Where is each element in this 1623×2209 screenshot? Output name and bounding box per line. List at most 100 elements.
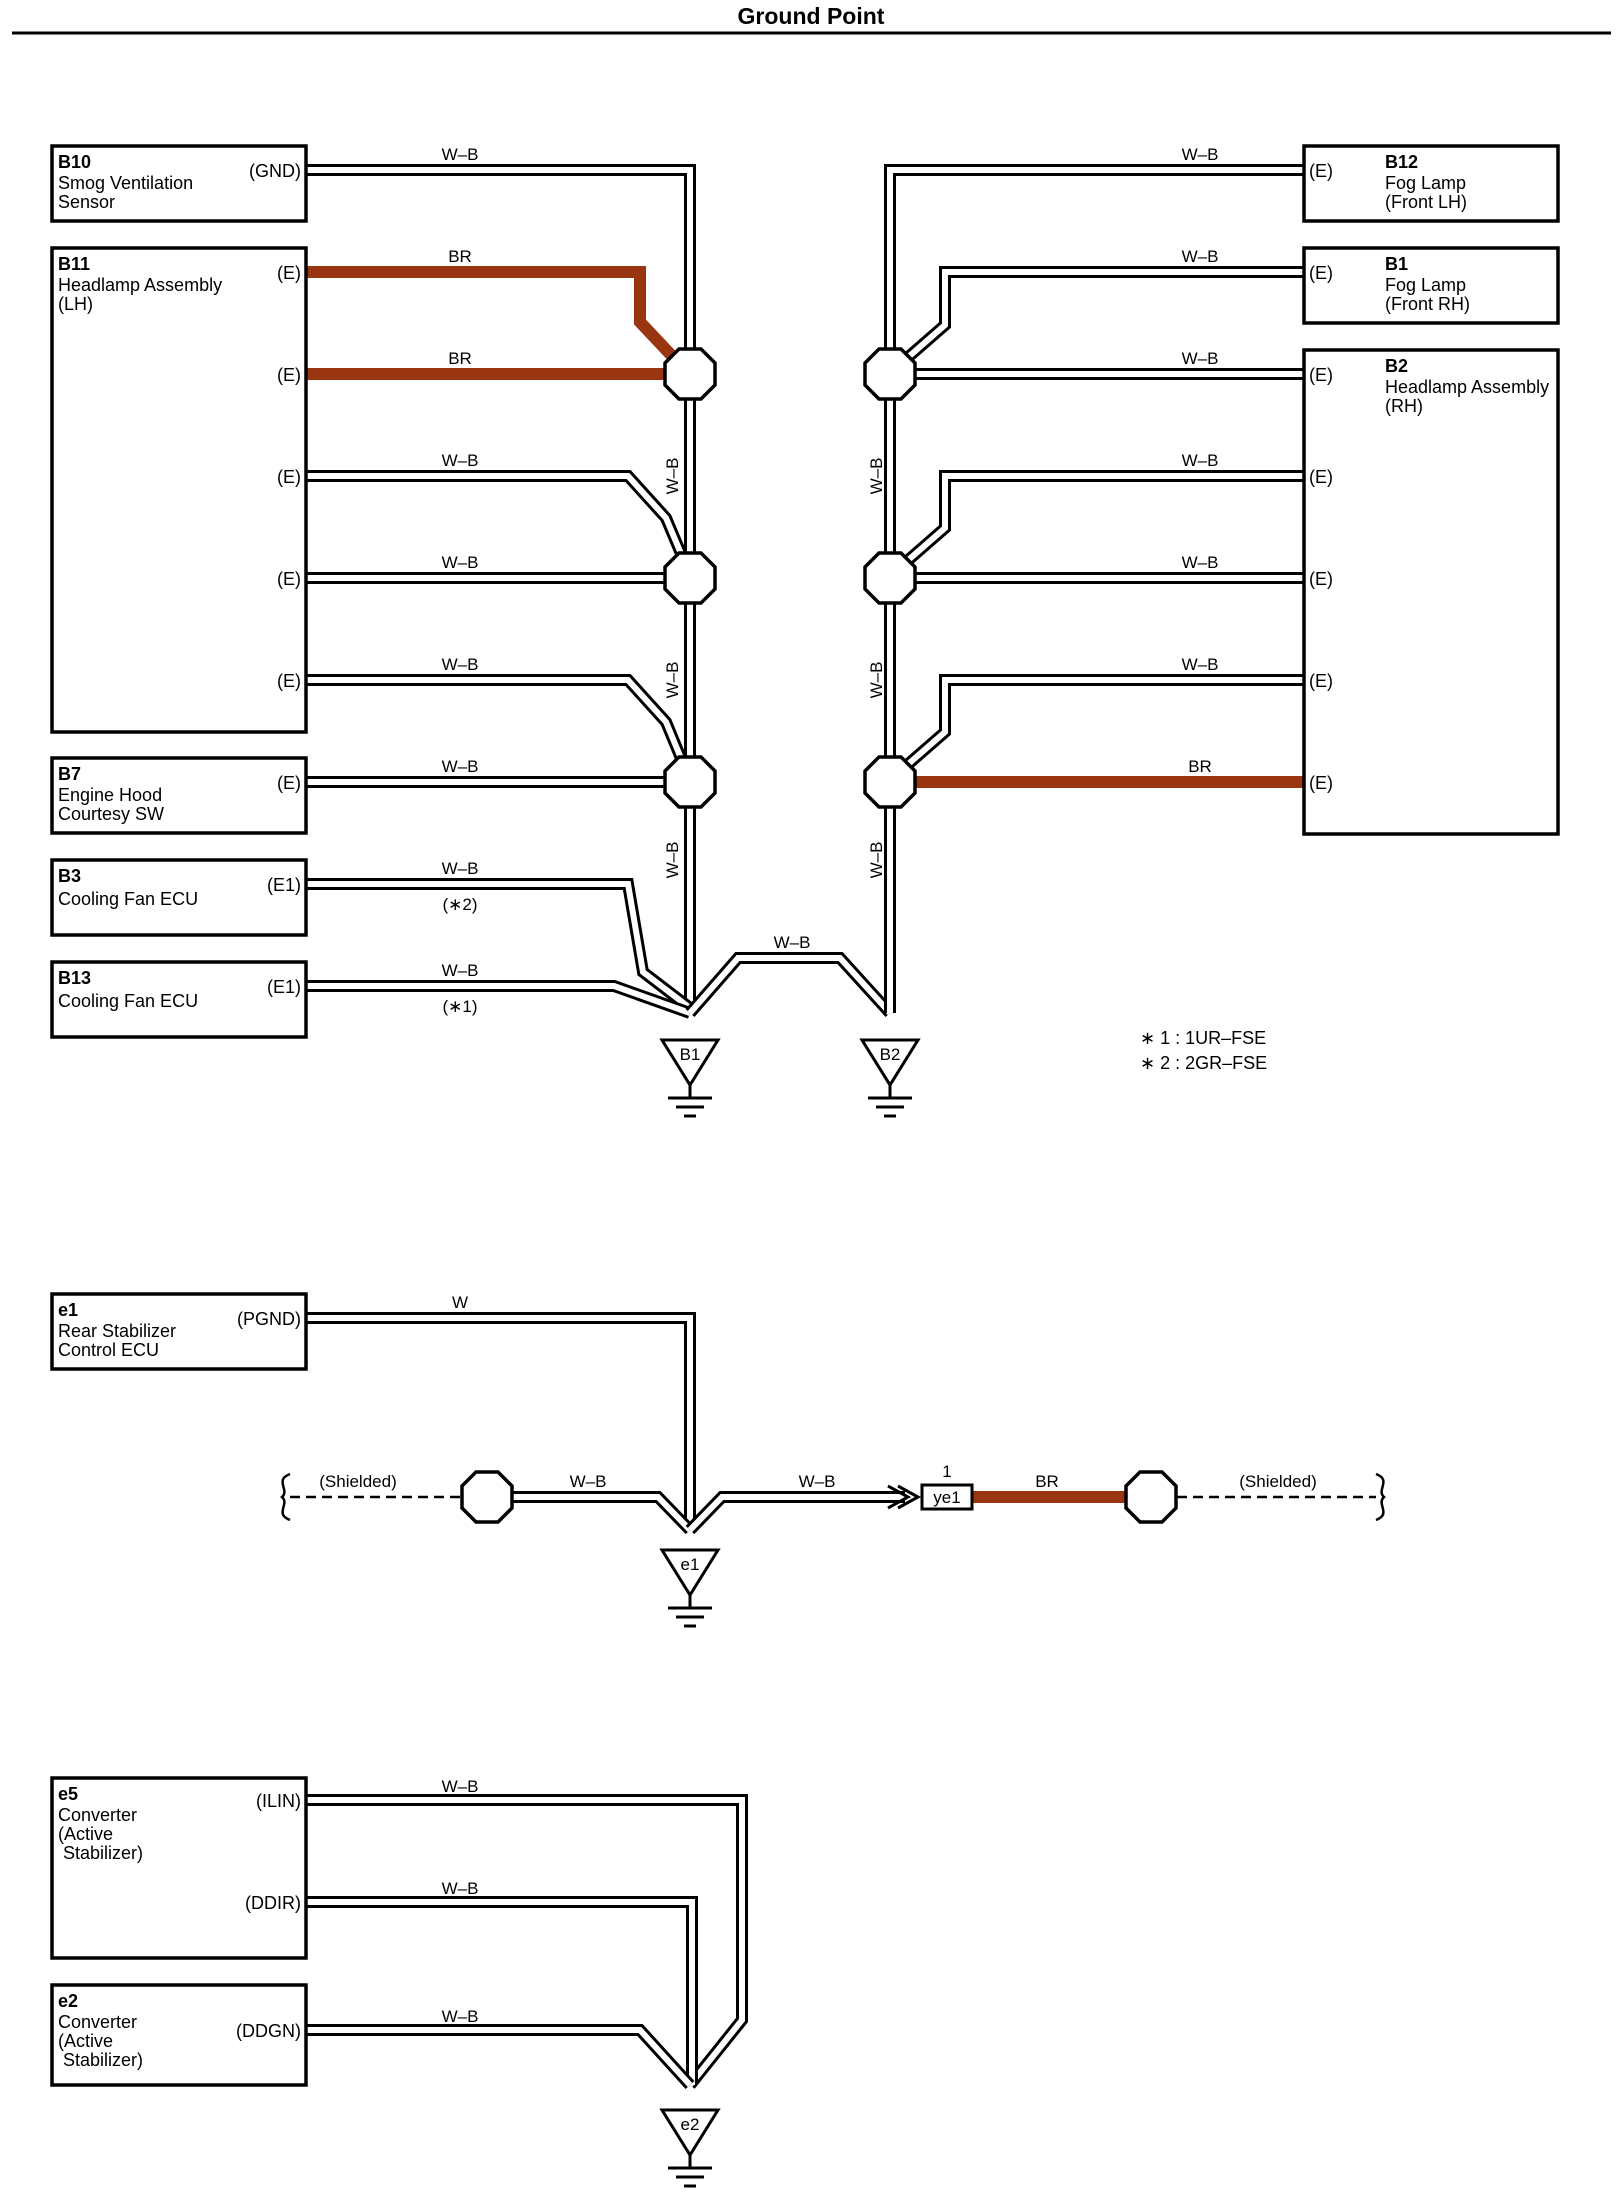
wire-label-cross: W–B [774,933,811,952]
pin-e5-1: (ILIN) [256,1791,301,1811]
component-boxes [50,144,1560,2087]
ground-symbols [659,1038,921,2188]
box-e5 [50,1776,308,1960]
pin-b2-1: (E) [1309,365,1333,385]
code-b7: B7 [58,764,81,784]
desc-b12-1: Fog Lamp [1385,173,1466,193]
vwire-left-1: W–B [663,458,682,495]
pin-b7: (E) [277,773,301,793]
br-wires [306,266,1304,788]
wire-label-b2-4: W–B [1182,655,1219,674]
wires-bottom [306,1794,748,2090]
box-b10 [50,144,308,223]
vwire-right-1: W–B [867,458,886,495]
wire-label-b11-4: W–B [442,553,479,572]
wire-label-b1: W–B [1182,247,1219,266]
code-b1: B1 [1385,254,1408,274]
desc-e2-1: Converter [58,2012,137,2032]
desc-b7-2: Courtesy SW [58,804,164,824]
pin-b13: (E1) [267,977,301,997]
page-title: Ground Point [738,3,885,29]
ground-label-b2: B2 [880,1045,901,1064]
pin-b2-3: (E) [1309,569,1333,589]
pin-b12: (E) [1309,161,1333,181]
desc-b1-2: (Front RH) [1385,294,1470,314]
code-b12: B12 [1385,152,1418,172]
wire-label-b11-5: W–B [442,655,479,674]
pin-b10: (GND) [249,161,301,181]
pin-b11-2: (E) [277,365,301,385]
wire-label-b2-5: BR [1188,757,1212,776]
pin-b2-5: (E) [1309,773,1333,793]
box-b2 [1302,348,1560,836]
desc-b10-1: Smog Ventilation [58,173,193,193]
wire-label-shield-right: (Shielded) [1239,1472,1317,1491]
pin-b11-4: (E) [277,569,301,589]
wire-label-b3: W–B [442,859,479,878]
box-b3 [50,858,308,937]
wire-label-e5-2: W–B [442,1879,479,1898]
code-e2: e2 [58,1991,78,2011]
wires-top [306,164,1304,1019]
wires-middle [280,1312,1386,1535]
pin-b11-3: (E) [277,467,301,487]
notes: ∗ 1 : 1UR–FSE ∗ 2 : 2GR–FSE [1140,1028,1267,1073]
box-b13 [50,960,308,1039]
wire-label-b7: W–B [442,757,479,776]
desc-e1-1: Rear Stabilizer [58,1321,176,1341]
wire-label-shield-left: (Shielded) [319,1472,397,1491]
desc-b10-2: Sensor [58,192,115,212]
pin-b1: (E) [1309,263,1333,283]
box-b11 [50,246,308,734]
connector-pin: 1 [942,1462,951,1481]
desc-b13-1: Cooling Fan ECU [58,991,198,1011]
pin-b11-1: (E) [277,263,301,283]
wire-note-b13: (∗1) [442,997,477,1016]
desc-b11-2: (LH) [58,294,93,314]
ground-e2 [659,2108,721,2188]
wire-label-b2-2: W–B [1182,451,1219,470]
note-2: ∗ 2 : 2GR–FSE [1140,1053,1267,1073]
code-b13: B13 [58,968,91,988]
pin-e1: (PGND) [237,1309,301,1329]
wire-label-mid-br: BR [1035,1472,1059,1491]
vwire-left-3: W–B [663,842,682,879]
ground-labels: B1 B2 e1 e2 [680,1045,901,2134]
vwire-right-3: W–B [867,842,886,879]
pin-b3: (E1) [267,875,301,895]
pin-labels-left: (GND) (E) (E) (E) (E) (E) (E) (E1) (E1) … [236,161,301,2041]
box-e2 [50,1983,308,2087]
box-b1 [1302,246,1560,325]
wire-label-mid-left: W–B [570,1472,607,1491]
desc-b12-2: (Front LH) [1385,192,1467,212]
code-b10: B10 [58,152,91,172]
pin-e5-2: (DDIR) [245,1893,301,1913]
vwire-right-2: W–B [867,662,886,699]
desc-b11-1: Headlamp Assembly [58,275,222,295]
desc-b2-1: Headlamp Assembly [1385,377,1549,397]
desc-b1-1: Fog Lamp [1385,275,1466,295]
box-b12 [1302,144,1560,223]
code-e1: e1 [58,1300,78,1320]
desc-b7-1: Engine Hood [58,785,162,805]
code-b3: B3 [58,866,81,886]
connector-ye1: ye1 1 [920,1462,974,1511]
box-e1 [50,1292,308,1371]
component-codes: B10 B11 B7 B3 B13 B12 B1 B2 e1 e5 e2 [58,152,1418,2011]
wire-label-e2: W–B [442,2007,479,2026]
wire-label-b2-3: W–B [1182,553,1219,572]
code-e5: e5 [58,1784,78,1804]
wire-label-b2-1: W–B [1182,349,1219,368]
pin-b2-4: (E) [1309,671,1333,691]
pin-b2-2: (E) [1309,467,1333,487]
component-descriptions: Smog Ventilation Sensor Headlamp Assembl… [58,173,1549,2070]
wire-label-mid-right: W–B [799,1472,836,1491]
desc-e2-3: Stabilizer) [58,2050,143,2070]
wire-label-b11-2: BR [448,349,472,368]
desc-b3-1: Cooling Fan ECU [58,889,198,909]
pin-b11-5: (E) [277,671,301,691]
desc-e5-3: Stabilizer) [58,1843,143,1863]
code-b11: B11 [58,254,90,274]
desc-e1-2: Control ECU [58,1340,159,1360]
